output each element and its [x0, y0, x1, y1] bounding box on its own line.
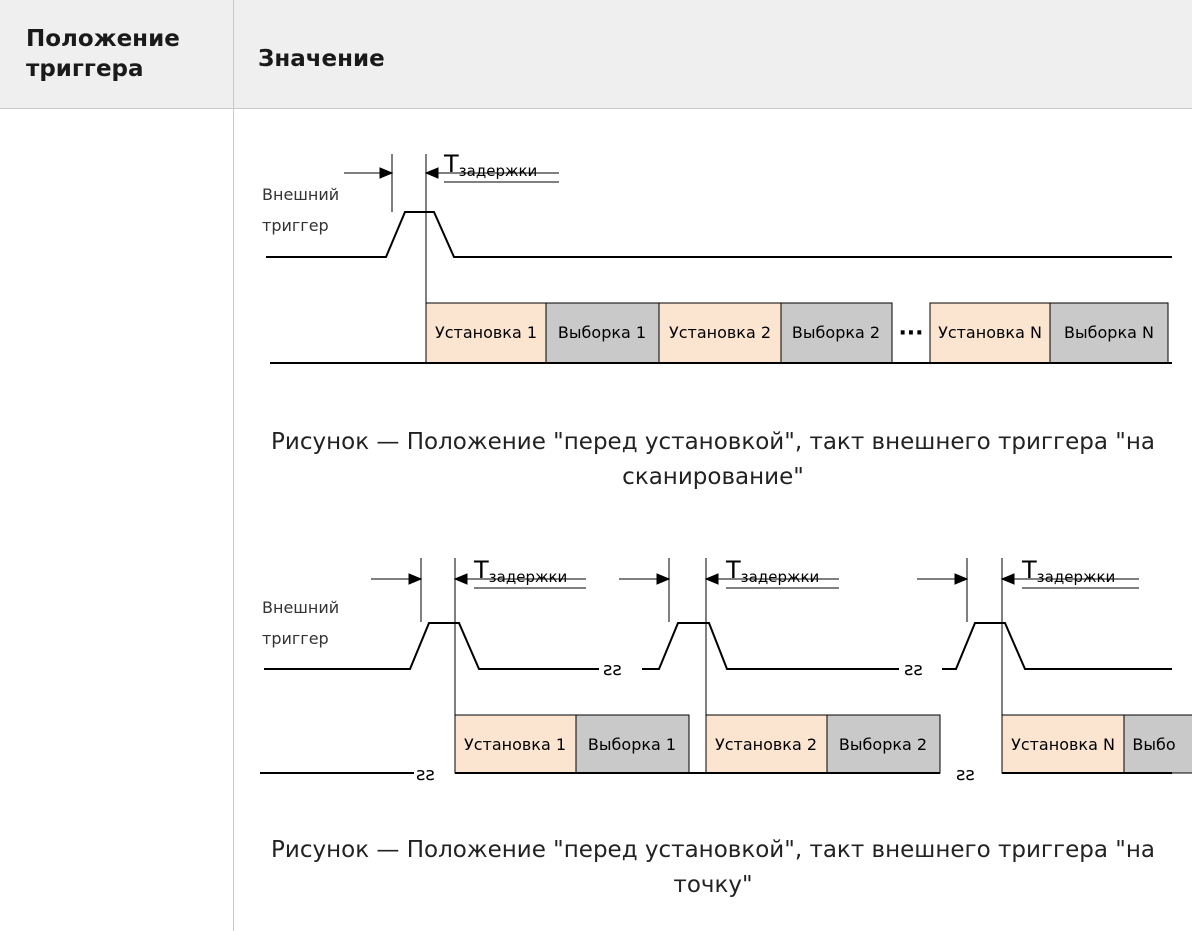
setup-block-1-label: Установка 1 — [464, 735, 566, 754]
signal-label-line2: триггер — [262, 629, 329, 648]
sequence-blocks: Установка 1 Выборка 1 Установка 2 Выборк… — [425, 302, 1169, 364]
signal-label-line2: триггер — [262, 216, 329, 235]
header-line-2: триггера — [26, 56, 144, 82]
sample-block-1 — [545, 302, 660, 364]
setup-block-2 — [705, 714, 828, 774]
header-trigger-position: Положение триггера — [26, 24, 226, 84]
timing-diagram-point: Tзадержки Tзадержки Tзадержки Внешний тр… — [260, 556, 1192, 785]
sample-block-2-label: Выборка 2 — [792, 323, 880, 342]
sample-block-1-label: Выборка 1 — [588, 735, 676, 754]
delay-label-3: Tзадержки — [1021, 556, 1115, 586]
trigger-waveform — [266, 211, 1172, 258]
delay-marker — [344, 154, 559, 310]
break-mark-3: ƨƨ — [416, 764, 435, 785]
timing-diagram-scan: Tзадержки Внешний триггер Установка 1 Вы… — [262, 150, 1172, 364]
sample-block-n — [1049, 302, 1169, 364]
header-value: Значение — [258, 46, 385, 72]
break-mark-4: ƨƨ — [956, 764, 975, 785]
column-divider — [233, 0, 234, 931]
setup-block-1 — [425, 302, 547, 364]
trigger-waveform — [264, 622, 1172, 670]
header-line-1: Положение — [26, 26, 180, 52]
delay-label: Tзадержки — [443, 150, 537, 180]
setup-block-n-label: Установка N — [938, 323, 1042, 342]
setup-block-2 — [658, 302, 782, 364]
setup-block-n-label: Установка N — [1011, 735, 1115, 754]
figure-2-caption: Рисунок — Положение "перед установкой", … — [271, 837, 1155, 898]
setup-block-2-label: Установка 2 — [715, 735, 817, 754]
ellipsis: ··· — [898, 321, 923, 346]
sequence-blocks: Установка 1 Выборка 1 Установка 2 Выборк… — [454, 714, 1192, 774]
setup-block-1-label: Установка 1 — [435, 323, 537, 342]
break-mark-1: ƨƨ — [603, 659, 622, 680]
delay-label-1: Tзадержки — [473, 556, 567, 586]
sample-block-n — [1123, 714, 1192, 774]
sample-block-2-label: Выборка 2 — [839, 735, 927, 754]
break-mark-2: ƨƨ — [904, 659, 923, 680]
sample-block-n-label: Выбо — [1132, 735, 1175, 754]
figure-1-caption: Рисунок — Положение "перед установкой", … — [271, 429, 1155, 490]
setup-block-2-label: Установка 2 — [669, 323, 771, 342]
sample-block-1-label: Выборка 1 — [558, 323, 646, 342]
delay-label-2: Tзадержки — [725, 556, 819, 586]
signal-label-line1: Внешний — [262, 598, 339, 617]
signal-label-line1: Внешний — [262, 185, 339, 204]
sample-block-n-label: Выборка N — [1064, 323, 1154, 342]
table-header-row — [0, 0, 1192, 109]
sample-block-2 — [780, 302, 893, 364]
sample-block-2 — [826, 714, 941, 774]
sample-block-1 — [575, 714, 690, 774]
